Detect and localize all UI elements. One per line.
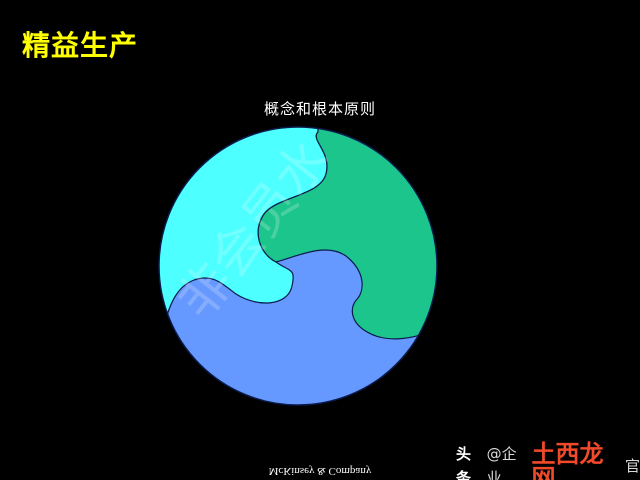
diagram-subtitle: 概念和根本原则 bbox=[263, 100, 376, 118]
corner-watermark: 头条 @企业 土西龙网 官 bbox=[456, 442, 640, 480]
watermark-prefix: 头条 bbox=[456, 445, 472, 480]
page-title: 精益生产 bbox=[22, 29, 139, 62]
puzzle-globe bbox=[158, 126, 438, 406]
watermark-suffix: 官 bbox=[624, 457, 640, 475]
watermark-name: @企业 bbox=[486, 445, 517, 480]
watermark-logo: 土西龙网 bbox=[531, 440, 604, 480]
